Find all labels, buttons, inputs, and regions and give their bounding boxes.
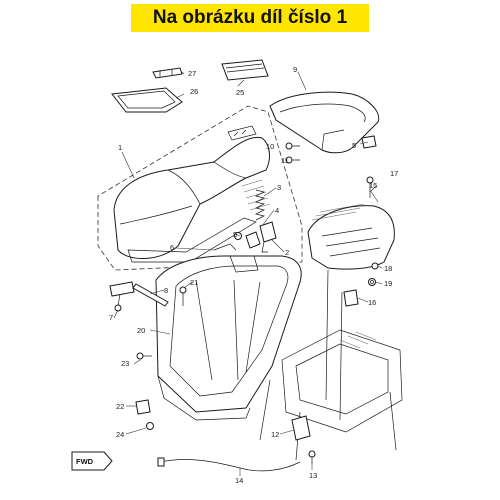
callout-11: 11 (281, 156, 289, 165)
rubber-grommet (361, 135, 377, 149)
callout-18: 18 (384, 264, 392, 273)
leader-lines (113, 71, 383, 476)
fwd-label: FWD (76, 457, 94, 466)
seat-spring (254, 189, 266, 221)
seat-assembly (97, 105, 303, 271)
callout-8: 8 (164, 286, 168, 295)
seat-clip (152, 67, 183, 79)
seat-pad (221, 59, 269, 81)
callout-26: 26 (190, 87, 198, 96)
seat-lock (291, 415, 311, 441)
callout-4: 4 (275, 206, 279, 215)
callout-numbers: 1 2 3 4 5 5 6 7 8 9 10 11 12 13 14 15 16… (109, 65, 398, 485)
callout-27: 27 (188, 69, 196, 78)
bolt-17 (366, 176, 374, 198)
callout-12: 12 (271, 430, 279, 439)
bolt-23 (136, 352, 152, 360)
fwd-direction-arrow: FWD (71, 451, 113, 471)
hinge-rubber (245, 231, 261, 249)
callout-5-right: 5 (352, 141, 356, 150)
washer-19 (368, 278, 376, 286)
bolt-13 (308, 450, 316, 464)
callout-2: 2 (285, 248, 289, 257)
callout-22: 22 (116, 402, 124, 411)
title-banner: Na obrázku díl číslo 1 (131, 4, 369, 32)
callout-9: 9 (293, 65, 297, 74)
rear-carrier (307, 203, 395, 270)
callout-10: 10 (266, 142, 274, 151)
page-title: Na obrázku díl číslo 1 (152, 7, 348, 28)
hinge-pin (132, 283, 169, 307)
tail-cover (269, 91, 380, 154)
callout-21: 21 (190, 278, 198, 287)
callout-5-left: 5 (233, 230, 237, 239)
callout-17: 17 (390, 169, 398, 178)
callout-19: 19 (384, 279, 392, 288)
callout-23: 23 (121, 359, 129, 368)
clip-22 (135, 399, 151, 415)
hinge-bracket (109, 281, 135, 312)
spring-hook (213, 243, 237, 251)
callout-13: 13 (309, 471, 317, 480)
callout-1: 1 (118, 143, 122, 152)
seat-lock-cover-plate (111, 87, 183, 113)
callout-6: 6 (170, 243, 174, 252)
callout-7: 7 (109, 313, 113, 322)
bolt-21 (179, 286, 187, 306)
callout-16: 16 (368, 298, 376, 307)
nut-24 (146, 422, 154, 430)
callout-3: 3 (277, 183, 281, 192)
seat-lock-cable (157, 457, 301, 472)
callout-25: 25 (236, 88, 244, 97)
bolt-18 (371, 262, 379, 270)
callout-24: 24 (116, 430, 124, 439)
storage-box (155, 255, 302, 421)
callout-14: 14 (235, 476, 243, 485)
seat-latch (259, 221, 277, 253)
callout-20: 20 (137, 326, 145, 335)
callout-15: 15 (369, 181, 377, 190)
damper-16 (343, 289, 359, 307)
